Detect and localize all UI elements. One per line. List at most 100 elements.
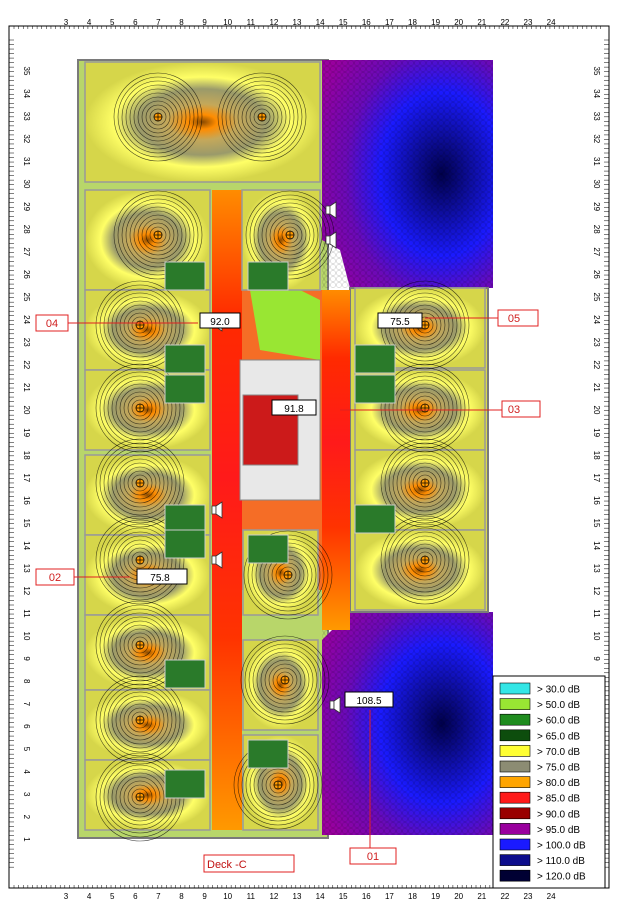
contour-ring [103,683,177,757]
legend-item: > 85.0 dB [499,791,580,805]
washroom [247,739,289,769]
contour-ring [95,600,185,690]
callout-id-01: 01 [349,847,397,865]
contour-ring [412,547,438,573]
legend-item: > 60.0 dB [499,713,580,727]
legend-swatch [499,713,531,726]
contour-ring [119,462,161,504]
ruler-label-left: 30 [22,180,31,189]
ruler-label-bottom: 15 [339,892,348,901]
contour-ring [281,226,299,244]
legend-swatch [499,776,531,788]
contour-ring [384,442,466,524]
ruler-label-top: 6 [133,18,138,27]
washroom [164,261,206,291]
legend-item: > 50.0 dB [499,698,580,711]
value-03-text: 91.8 [284,404,304,415]
legend-swatch [499,682,531,695]
contour-ring [119,387,161,429]
contour-ring [265,772,291,798]
legend-label: > 30.0 dB [537,685,580,696]
ruler-label-bottom: 21 [477,892,486,901]
legend-swatch [499,823,531,835]
ruler-label-bottom: 5 [110,892,115,901]
contour-ring [115,383,165,433]
legend-item: > 120.0 dB [499,869,586,883]
value-04-text: 92.0 [210,317,230,328]
contour-ring [249,104,275,130]
ruler-label-left: 14 [22,541,31,550]
legend-label: > 75.0 dB [537,763,580,774]
ruler-label-right: 17 [592,473,601,482]
speaker-icon [211,501,223,519]
contour-ring [380,515,470,605]
contour-ring [225,80,299,154]
callout-id-04-text: 04 [46,318,58,330]
contour-ring [241,96,283,138]
contour-ring [111,454,169,512]
speaker-icon [329,696,341,714]
contour-ring [400,535,450,585]
contour-ring [137,96,179,138]
contour-ring [408,391,442,425]
left-ruler: 3534333231302928272625242322212019181716… [9,39,31,868]
contour-ring [257,202,323,268]
callout-id-05-text: 05 [508,313,520,325]
ruler-label-bottom: 7 [156,892,161,901]
ruler-label-right: 16 [592,496,601,505]
ruler-label-right: 27 [592,247,601,256]
ruler-label-right: 14 [592,541,601,550]
contour-ring [237,92,287,142]
legend-label: > 85.0 dB [537,794,580,805]
cabin [242,639,319,731]
contour-ring [256,651,314,709]
ruler-label-right: 22 [592,360,601,369]
washroom [354,374,396,404]
callout-id-03: 03 [501,400,541,418]
legend-item: > 75.0 dB [499,760,580,774]
ruler-label-top: 20 [454,18,463,27]
contour-ring [380,363,470,453]
contour-ring [127,470,153,496]
ruler-label-left: 1 [22,837,31,842]
ruler-label-bottom: 17 [385,892,394,901]
ruler-label-left: 3 [22,792,31,797]
ruler-label-left: 16 [22,496,31,505]
value-label-01: 108.5 [344,691,394,708]
contour-ring [229,84,295,150]
ruler-label-left: 21 [22,383,31,392]
contour-ring [123,628,157,662]
contour-ring [123,391,157,425]
legend-swatch [499,854,531,866]
ruler-label-right: 24 [592,315,601,324]
contour-ring [95,438,185,528]
ruler-label-left: 11 [22,609,31,618]
legend-swatch [499,729,531,742]
ruler-label-right: 29 [592,202,601,211]
contour-ring [392,375,458,441]
ruler-label-bottom: 13 [293,892,302,901]
washroom [164,769,206,799]
contour-ring [272,667,298,693]
ruler-label-top: 21 [477,18,486,27]
ruler-label-right: 12 [592,586,601,595]
contour-ring [400,383,450,433]
contour-ring [269,214,311,256]
contour-ring [99,519,181,601]
contour-ring [404,387,446,429]
ruler-label-right: 23 [592,338,601,347]
ruler-label-left: 31 [22,157,31,166]
contour-ring [276,671,294,689]
ruler-label-left: 9 [22,656,31,661]
ruler-label-left: 4 [22,769,31,774]
contour-ring [131,399,149,417]
contour-ring [103,288,177,362]
ruler-label-top: 12 [269,18,278,27]
contour-ring [99,367,181,449]
legend-item: > 30.0 dB [499,682,580,696]
contour-ring [248,643,322,717]
contour-ring [113,72,203,162]
legend-item: > 70.0 dB [499,745,580,758]
contour-ring [260,655,310,705]
ruler-label-bottom: 20 [454,892,463,901]
